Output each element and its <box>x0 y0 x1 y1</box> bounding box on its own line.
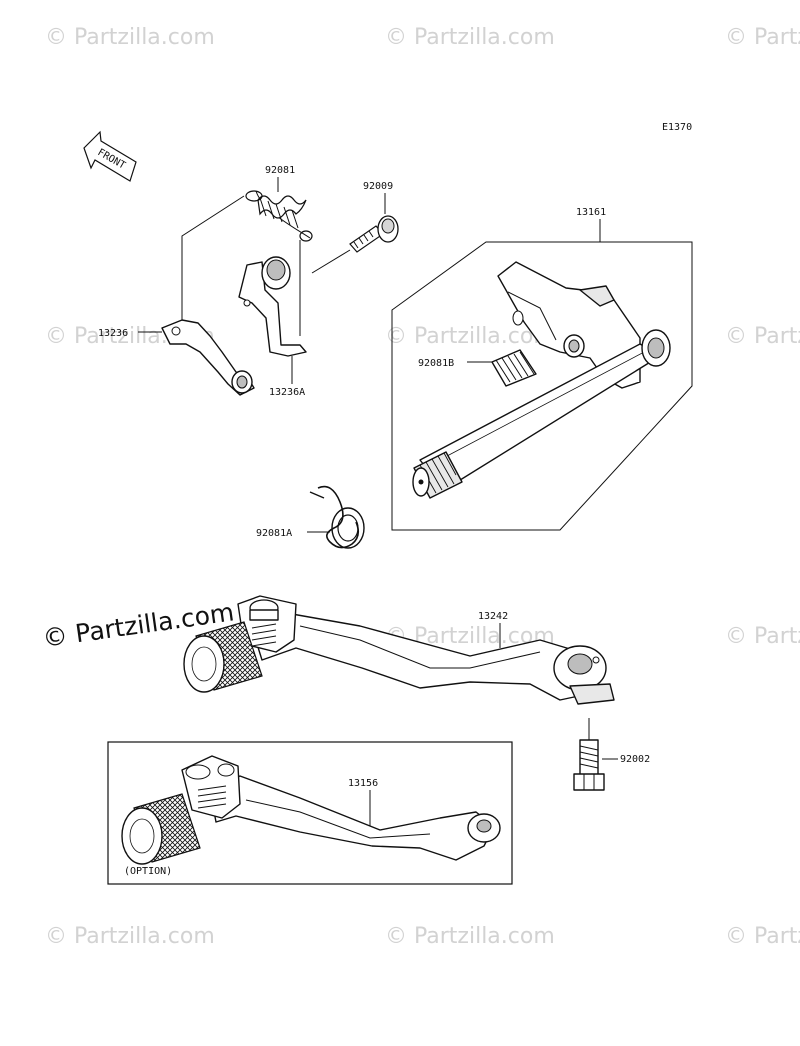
part-number-92081A: 92081A <box>256 528 292 539</box>
spring-92081A-icon <box>309 485 365 549</box>
part-number-13236: 13236 <box>98 328 128 339</box>
spring-92081-icon <box>245 190 313 242</box>
arm-13236-icon <box>161 319 255 396</box>
pedal-13156-icon <box>121 755 501 865</box>
watermark-text: © Partzilla.com <box>385 25 555 50</box>
watermark-text: © Partzilla.com <box>385 924 555 949</box>
part-number-13242: 13242 <box>478 611 508 622</box>
option-box <box>107 741 513 885</box>
part-number-92081: 92081 <box>265 165 295 176</box>
watermark-text: © Partzilla.com <box>725 924 800 949</box>
shaft-13161-icon <box>412 261 671 499</box>
spring-92081B-icon <box>491 349 537 387</box>
arm-13236A-icon <box>238 256 307 357</box>
watermark-text: © Partzilla.com <box>385 324 555 349</box>
diagram-code: E1370 <box>662 122 692 133</box>
pedal-13242-icon <box>183 595 615 705</box>
part-number-92009: 92009 <box>363 181 393 192</box>
bolt-92002-icon <box>573 739 605 791</box>
part-number-13156: 13156 <box>348 778 378 789</box>
watermark-text: © Partzilla.com <box>725 25 800 50</box>
watermark-text: © Partzilla.com <box>725 624 800 649</box>
watermark-text: © Partzilla.com <box>45 25 215 50</box>
part-number-13161: 13161 <box>576 207 606 218</box>
watermark-text: © Partzilla.com <box>45 924 215 949</box>
watermark-text: © Partzilla.com <box>725 324 800 349</box>
part-number-92081B: 92081B <box>418 358 454 369</box>
part-number-13236A: 13236A <box>269 387 305 398</box>
option-label: (OPTION) <box>124 866 172 877</box>
part-number-92002: 92002 <box>620 754 650 765</box>
front-arrow-icon: FRONT <box>83 130 137 182</box>
bolt-92009-icon <box>349 215 399 253</box>
